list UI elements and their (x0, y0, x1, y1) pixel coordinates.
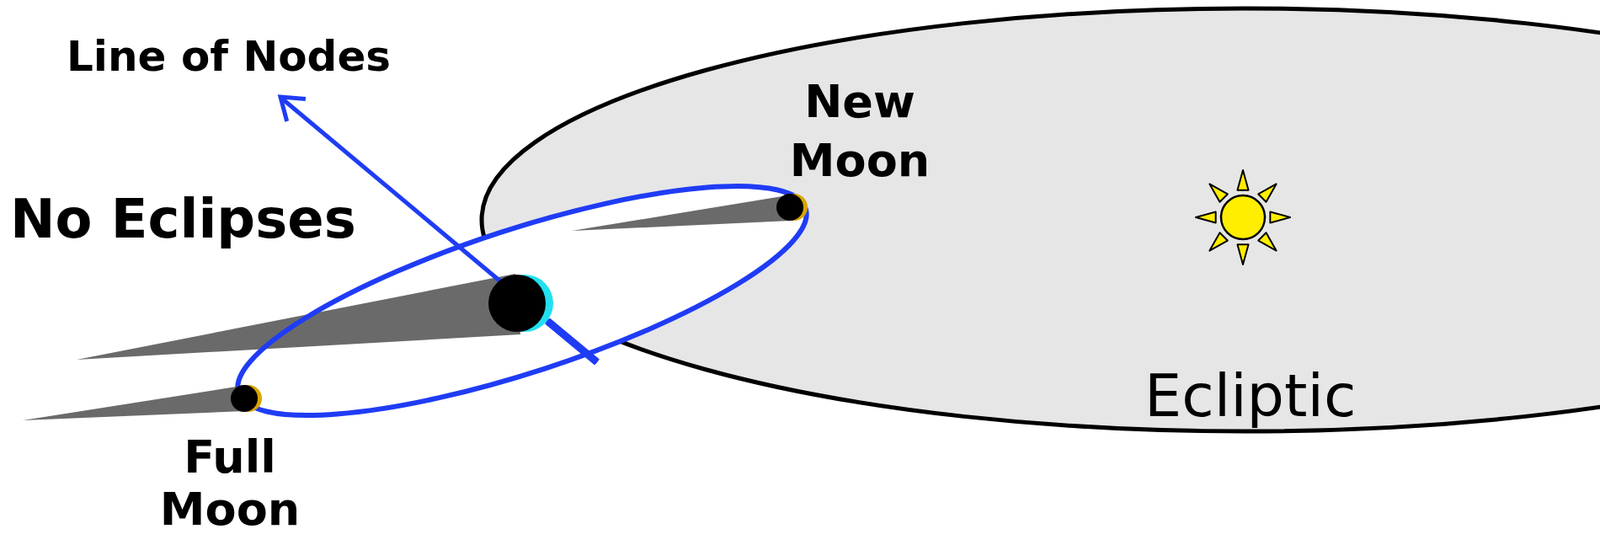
phase-label: Full Moon (137, 431, 323, 536)
phase-label: New Moon (767, 72, 953, 191)
ecliptic-ellipse (481, 8, 1600, 432)
new-moon-shadow (571, 195, 791, 231)
sun-ray (1209, 183, 1227, 202)
new-moon (776, 193, 804, 221)
earth (488, 274, 546, 332)
earth-shadow (76, 273, 521, 360)
sun-rays (1195, 170, 1291, 265)
sun-ray (1269, 211, 1291, 223)
sun (1221, 195, 1265, 240)
plane-label: Ecliptic (1144, 362, 1356, 430)
sun-ray (1237, 244, 1248, 265)
panel-title: No Eclipses (10, 186, 406, 251)
sun-ray (1195, 211, 1216, 223)
sun-ray (1209, 232, 1227, 251)
arrow-head (280, 96, 306, 122)
full-moon-shadow (22, 385, 246, 421)
axis-label: Line of Nodes (66, 30, 488, 83)
sun-ray (1237, 170, 1248, 191)
sun-ray (1258, 183, 1276, 202)
full-moon (230, 384, 258, 412)
sun-ray (1258, 232, 1276, 251)
